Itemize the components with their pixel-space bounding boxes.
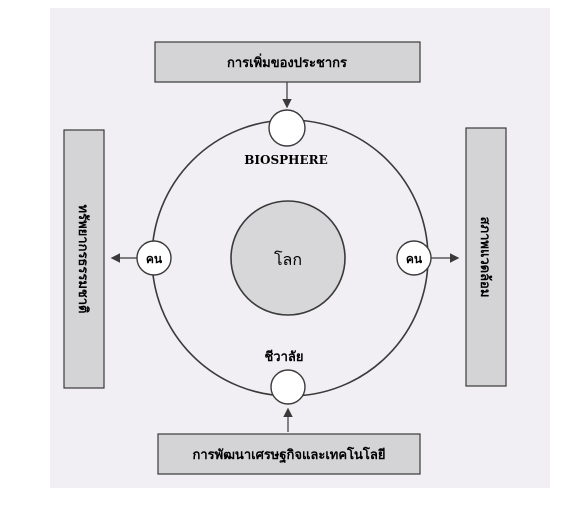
earth-label: โลก [274,250,302,269]
earth-circle [230,200,346,316]
economic-development-box [157,433,421,475]
economic-development-label: การพัฒนาเศรษฐกิจและเทคโนโลยี [192,446,385,464]
bottom-node [270,369,306,405]
natural-resources-label: ทรัพยากรธรรมชาติ [75,205,90,314]
right-person-label: คน [406,252,423,266]
population-growth-label: การเพิ่มของประชากร [227,53,347,71]
population-growth-box [154,41,421,83]
environment-label: สภาพแวดล้อม [477,217,493,298]
natural-resources-box [63,129,105,389]
left-person-label: คน [146,252,163,266]
life-label: ชีวาลัย [264,349,303,365]
biosphere-label: BIOSPHERE [244,153,328,167]
environment-box [465,127,507,387]
top-node [268,109,306,147]
